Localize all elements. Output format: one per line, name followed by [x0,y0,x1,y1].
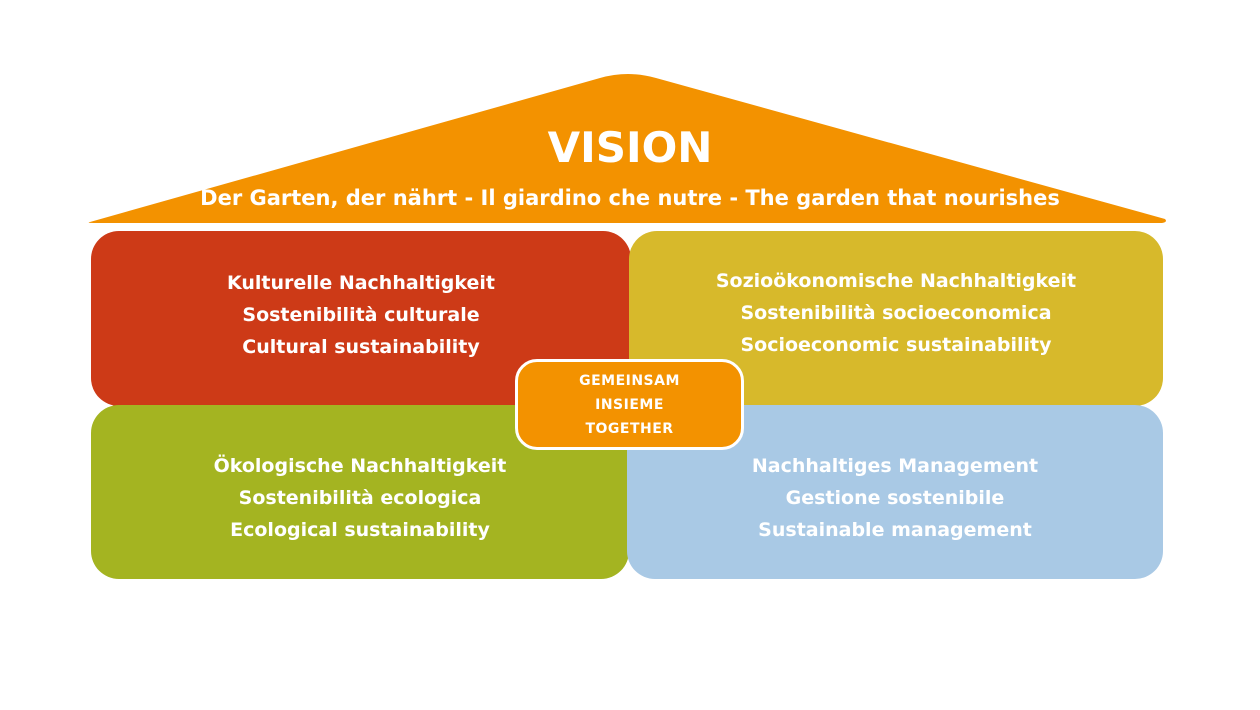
pillar-ecological-sustainability: Ökologische Nachhaltigkeit Sostenibilità… [91,405,629,579]
pillar-label-it: Sostenibilità socioeconomica [740,302,1052,324]
pillar-label-de: Ökologische Nachhaltigkeit [213,455,507,477]
pillar-label-en: Ecological sustainability [230,519,490,541]
pillar-label-it: Gestione sostenibile [785,487,1005,509]
pillar-label-de: Kulturelle Nachhaltigkeit [227,272,495,294]
vision-subtitle: Der Garten, der nährt - Il giardino che … [200,186,1060,210]
pillar-label-it: Sostenibilità culturale [242,304,480,326]
pillar-label-en: Sustainable management [758,519,1032,541]
pillar-label-de: Sozioökonomische Nachhaltigkeit [715,270,1077,292]
pillar-label-de: Nachhaltiges Management [751,455,1039,477]
vision-title: VISION [547,123,713,172]
center-label-en: TOGETHER [585,420,674,437]
pillar-label-en: Socioeconomic sustainability [740,334,1052,356]
pillar-label-it: Sostenibilità ecologica [238,487,482,509]
roof-shape [88,74,1167,223]
center-label-it: INSIEME [595,396,664,413]
pillar-label-en: Cultural sustainability [242,336,480,358]
center-label-de: GEMEINSAM [579,372,680,389]
center-together-badge: GEMEINSAM INSIEME TOGETHER [515,359,744,450]
roof-triangle [88,74,1167,223]
